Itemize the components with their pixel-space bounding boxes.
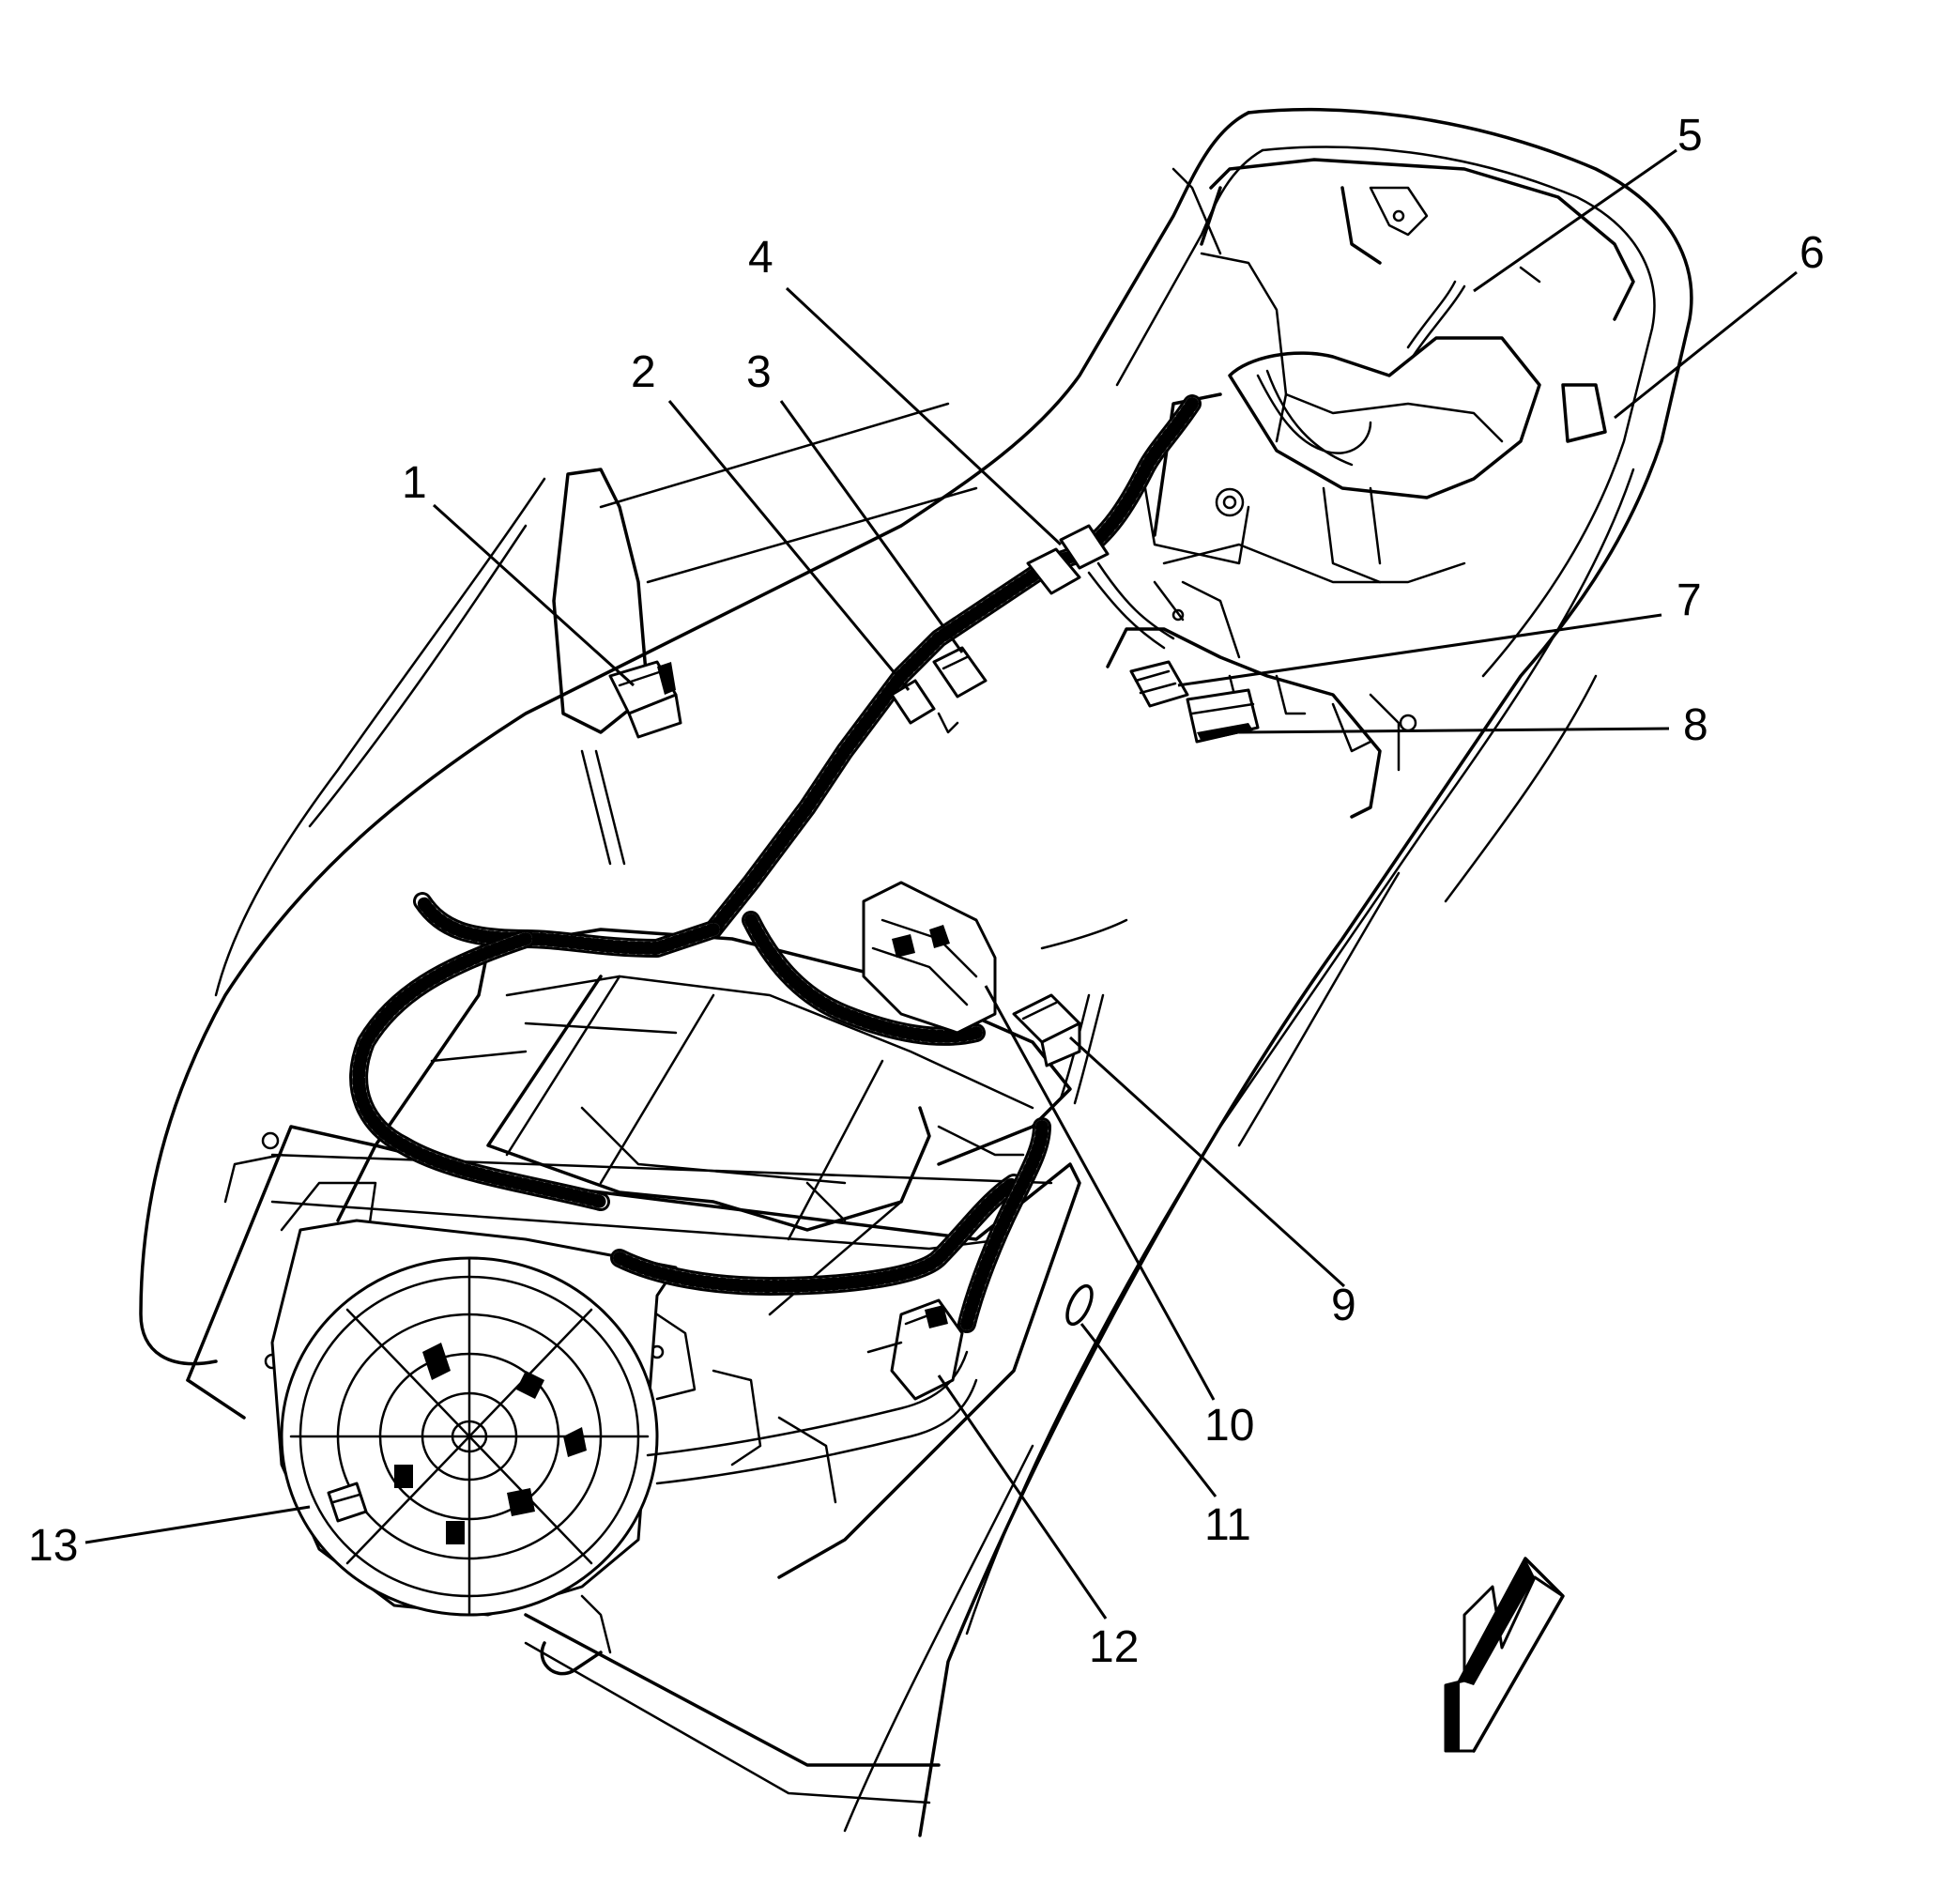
connectors-9-10 <box>862 881 1081 1067</box>
callout-8: 8 <box>1683 700 1708 750</box>
rear-compartment <box>1143 158 1635 584</box>
callout-2: 2 <box>631 347 656 397</box>
inline-connectors <box>890 524 1110 734</box>
wiring-harness <box>349 280 1466 1485</box>
callout-10: 10 <box>1204 1401 1254 1451</box>
front-frame <box>186 1059 1081 1676</box>
callout-12: 12 <box>1089 1622 1139 1672</box>
callout-9: 9 <box>1331 1281 1356 1330</box>
console-body <box>139 107 1693 1837</box>
hole-11 <box>1065 1283 1094 1327</box>
callout-labels: 1 2 3 4 5 6 7 8 9 10 11 12 13 <box>28 111 1825 1672</box>
front-direction-arrow-icon <box>1444 1557 1565 1753</box>
mid-right-bay <box>1106 580 1417 819</box>
connector-1 <box>580 660 682 866</box>
leader-lines <box>84 148 1798 1620</box>
callout-1: 1 <box>402 458 427 508</box>
callout-11: 11 <box>1204 1500 1251 1550</box>
callout-3: 3 <box>746 347 772 397</box>
callout-6: 6 <box>1799 228 1825 278</box>
connector-12 <box>866 1298 964 1401</box>
callout-13: 13 <box>28 1521 78 1571</box>
callout-5: 5 <box>1677 111 1703 161</box>
callout-7: 7 <box>1677 576 1702 625</box>
callout-4: 4 <box>748 233 773 283</box>
